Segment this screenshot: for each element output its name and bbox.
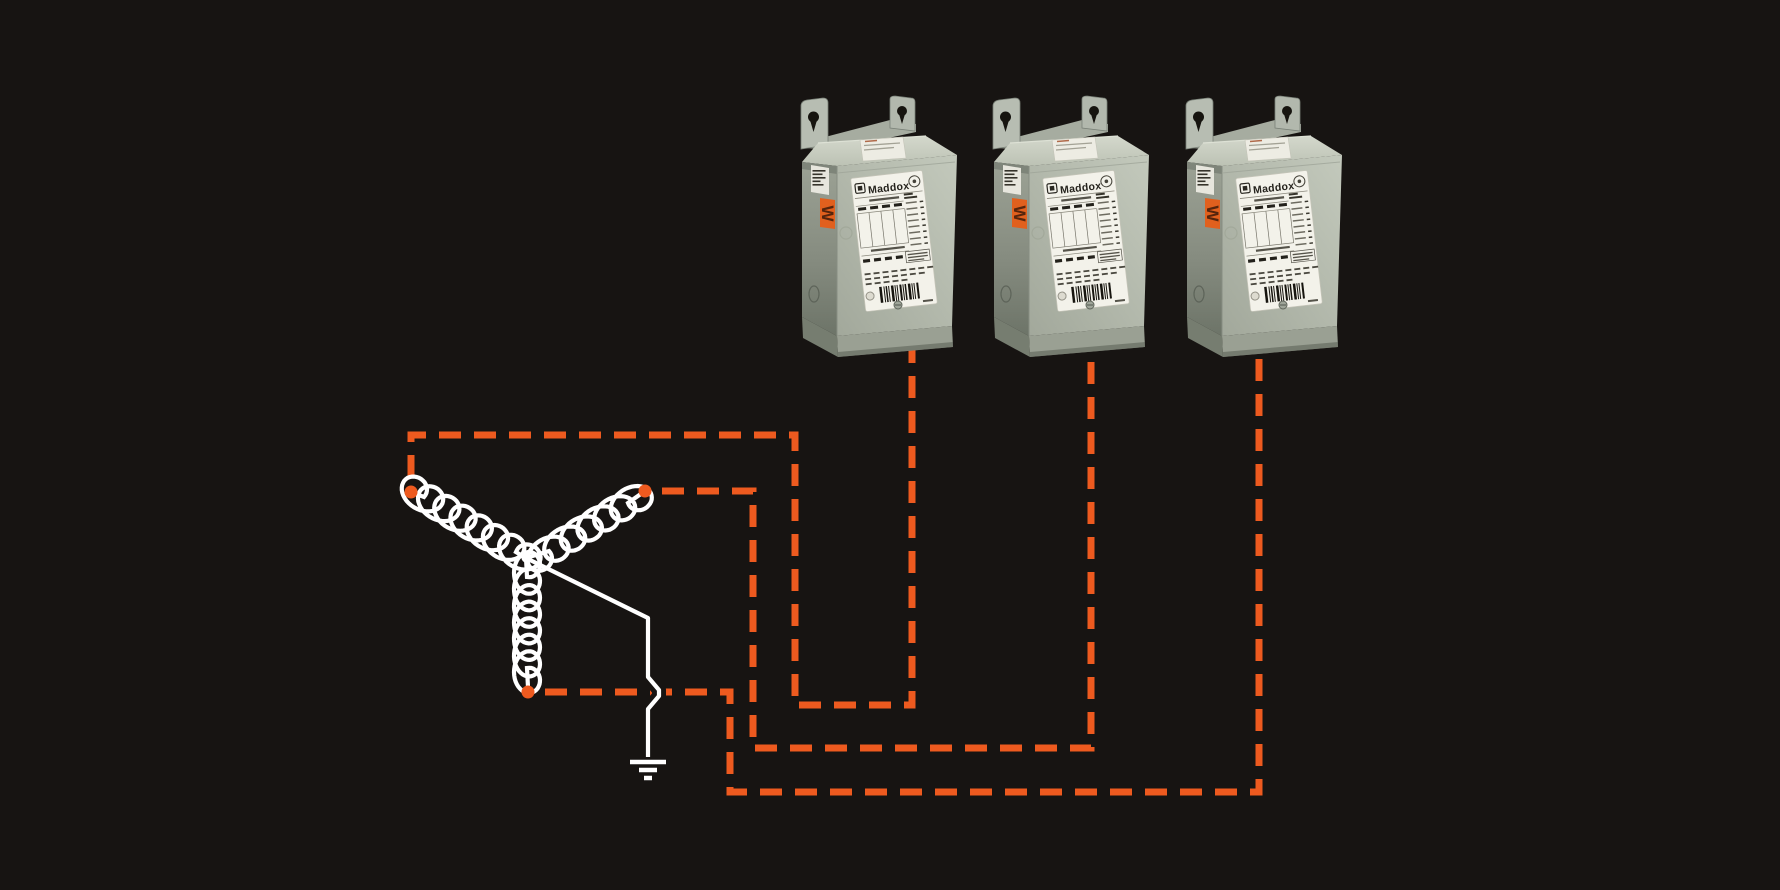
phase-a-wire [407,330,916,709]
w-sticker-label: W [818,205,837,222]
winding-coil-a [399,474,543,572]
neutral-junction-dot [521,553,531,563]
winding-coil-c [511,549,543,696]
phase-terminal-dot-2 [638,484,652,498]
neutral-ground-wire [525,556,662,757]
w-sticker-label: W [1203,205,1222,222]
phase-terminal-dot-1 [404,485,418,499]
brand-label: Maddox [1059,180,1102,197]
winding-coil-b [523,483,654,574]
transformer-unit-1: Maddox W [800,95,958,358]
phase-terminal-dot-3 [521,685,535,699]
w-sticker-label: W [1010,205,1029,222]
transformer-body [800,95,958,358]
brand-label: Maddox [1252,180,1295,197]
transformer-body [992,95,1150,358]
transformer-unit-3: Maddox W [1185,95,1343,358]
transformer-unit-2: Maddox W [992,95,1150,358]
phase-b-wire [654,333,1095,752]
wye-winding-diagram [399,474,666,781]
brand-label: Maddox [867,180,910,197]
transformer-body [1185,95,1343,358]
